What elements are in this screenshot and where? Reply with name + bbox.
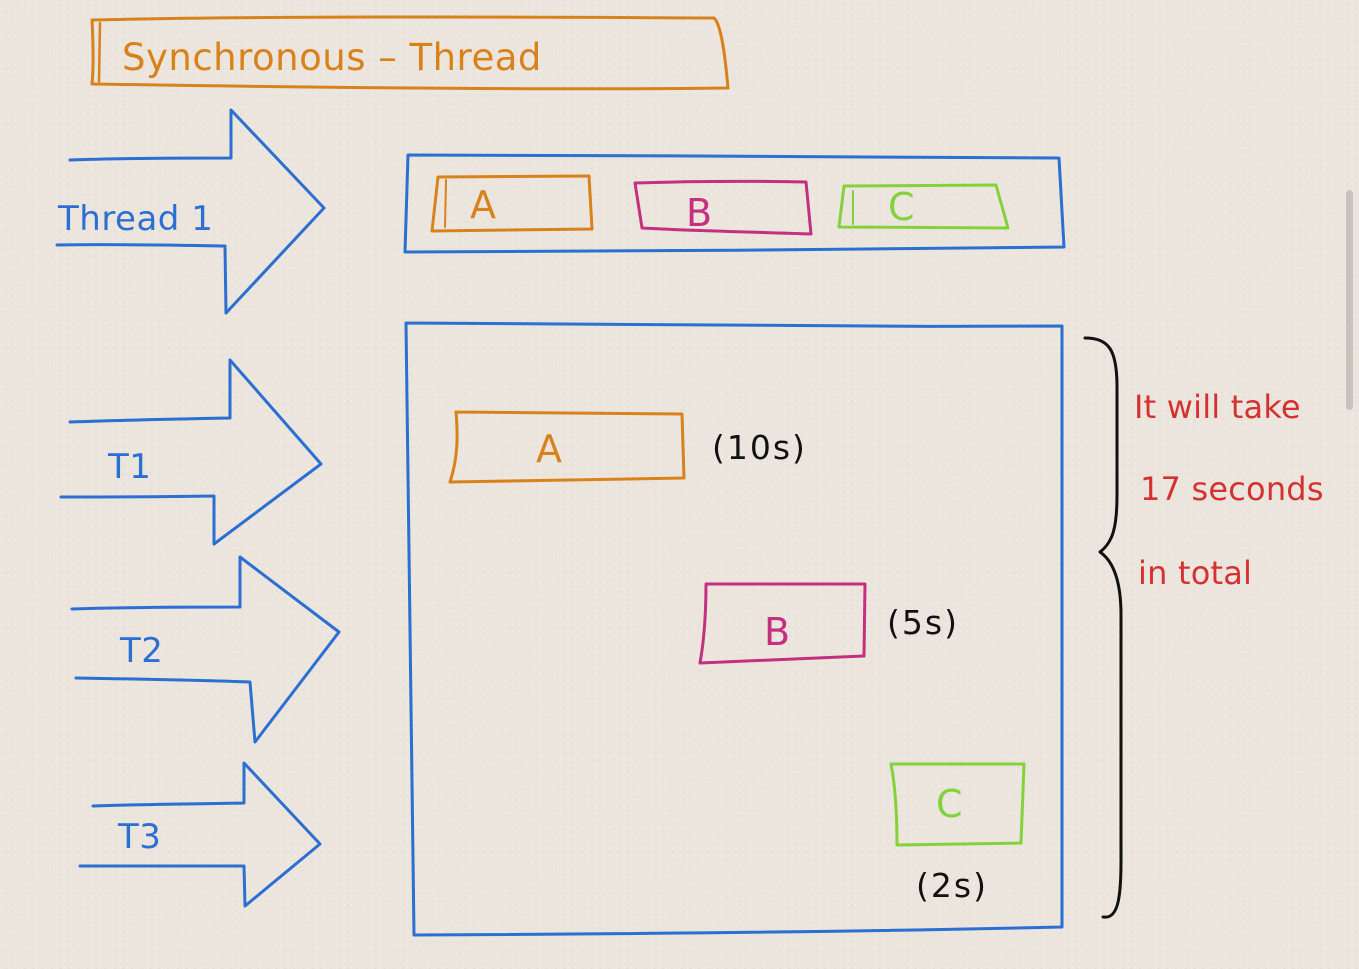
bottom-task-a-label: A	[536, 427, 563, 471]
top-task-a-inner-mark	[444, 179, 447, 228]
title-box	[90, 15, 730, 91]
t3-label: T3	[117, 817, 161, 857]
bottom-execution-area	[404, 321, 1064, 937]
top-task-a-label: A	[470, 183, 497, 227]
t1-label: T1	[107, 447, 151, 487]
vertical-scrollbar[interactable]	[1346, 190, 1353, 410]
bottom-task-c-duration: (2s)	[916, 866, 988, 905]
top-task-lane	[403, 153, 1066, 254]
bottom-task-b-duration: (5s)	[887, 603, 959, 642]
thread-1-arrow	[55, 108, 326, 315]
bottom-task-b-label: B	[764, 610, 791, 654]
note-line-2: 17 seconds	[1140, 470, 1324, 508]
t2-label: T2	[119, 631, 163, 671]
top-task-a-box	[430, 174, 594, 233]
bottom-task-a-duration: (10s)	[712, 428, 807, 467]
t2-arrow	[70, 555, 341, 744]
bottom-task-c-label: C	[936, 782, 963, 826]
top-task-c-box	[837, 183, 1010, 230]
t3-arrow	[78, 761, 322, 908]
t1-arrow	[59, 358, 323, 546]
note-line-1: It will take	[1134, 388, 1301, 426]
total-time-brace	[1083, 336, 1123, 919]
top-task-c-label: C	[888, 185, 915, 229]
title-box-inner-mark	[97, 21, 102, 84]
bottom-task-c-box	[889, 762, 1026, 847]
top-task-b-box	[633, 179, 813, 236]
top-task-b-label: B	[686, 191, 713, 235]
bottom-task-b-box	[698, 582, 867, 665]
title-text: Synchronous – Thread	[122, 36, 542, 79]
thread-1-label: Thread 1	[57, 199, 213, 239]
note-line-3: in total	[1138, 554, 1252, 592]
bottom-task-a-box	[448, 410, 686, 484]
